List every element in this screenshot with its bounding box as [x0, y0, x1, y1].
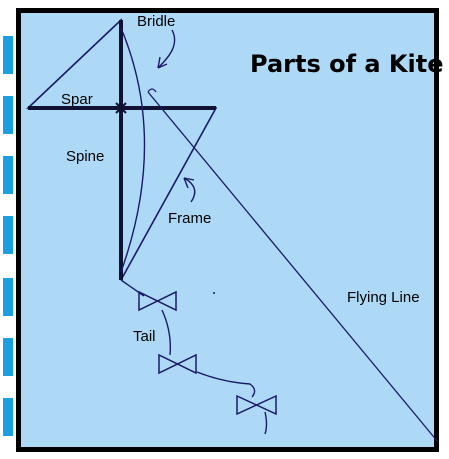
label-spar: Spar	[61, 91, 93, 108]
label-tail: Tail	[133, 328, 156, 345]
label-frame: Frame	[168, 210, 211, 227]
label-spine: Spine	[66, 148, 104, 165]
tail-bow	[237, 396, 276, 414]
label-flying-line: Flying Line	[347, 289, 420, 306]
tail-bow	[159, 355, 196, 373]
flying-line	[148, 92, 438, 442]
bridle-arrow	[158, 30, 175, 68]
bridle-string	[121, 28, 145, 272]
label-bridle: Bridle	[137, 13, 175, 30]
tail-bow	[139, 292, 176, 310]
diagram-title: Parts of a Kite	[250, 50, 444, 78]
speck	[213, 292, 215, 294]
bridle-hook	[148, 89, 156, 92]
